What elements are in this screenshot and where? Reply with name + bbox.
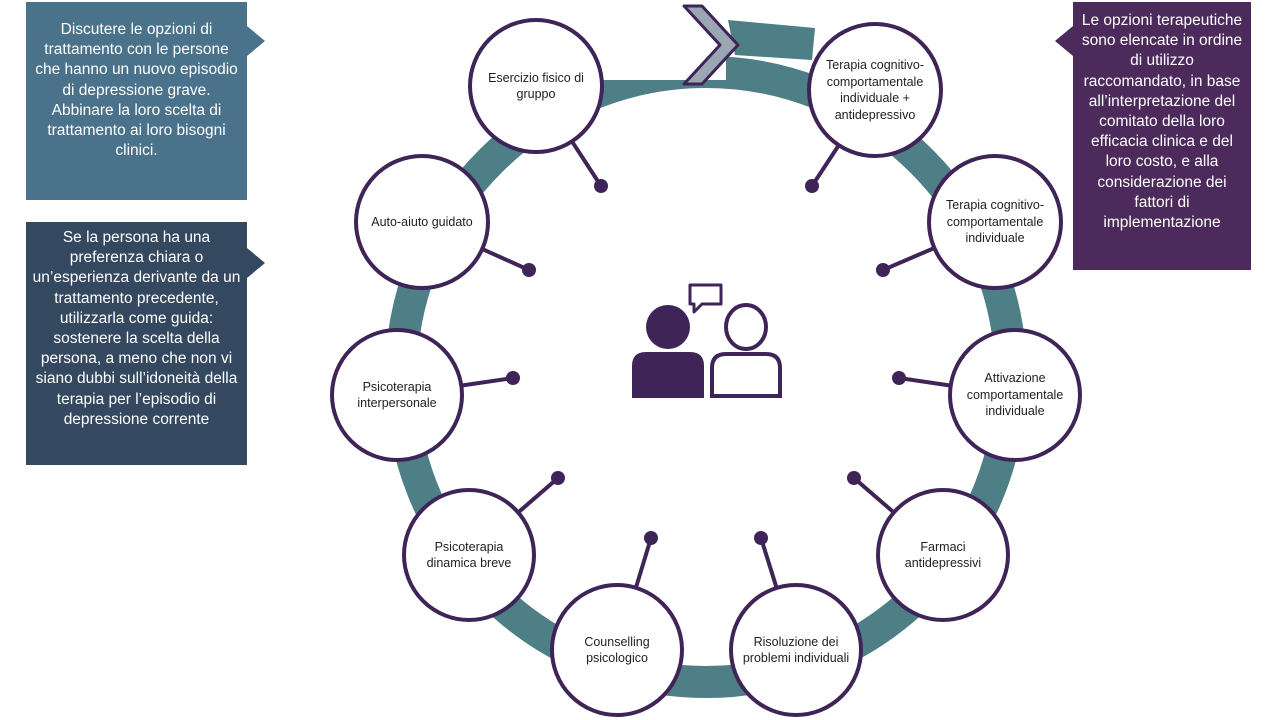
callout-order-of-options: Le opzioni terapeutiche sono elencate in… bbox=[1073, 2, 1251, 270]
connector-dot bbox=[847, 471, 861, 485]
treatment-node bbox=[402, 488, 536, 622]
callout-person-preference: Se la persona ha una preferenza chiara o… bbox=[26, 222, 247, 465]
node-connector bbox=[759, 537, 780, 591]
treatment-node bbox=[550, 583, 684, 717]
treatment-node bbox=[948, 328, 1082, 462]
node-connector bbox=[459, 376, 514, 388]
treatment-node bbox=[927, 154, 1063, 290]
people-conversation-icon bbox=[632, 283, 782, 398]
node-connector bbox=[633, 537, 653, 591]
treatment-label: Attivazione comportamentale individuale bbox=[966, 371, 1064, 419]
connector-dot bbox=[522, 263, 536, 277]
connector-dot bbox=[594, 179, 608, 193]
callout-pointer bbox=[247, 26, 265, 56]
node-connector bbox=[898, 376, 953, 388]
connector-dot bbox=[551, 471, 565, 485]
connector-dot bbox=[754, 531, 768, 545]
connector-dot bbox=[892, 371, 906, 385]
treatment-node bbox=[729, 583, 863, 717]
treatment-label: Terapia cognitivo-comportamentale indivi… bbox=[946, 198, 1044, 246]
treatment-label: Auto-aiuto guidato bbox=[371, 214, 473, 229]
treatment-node bbox=[468, 18, 604, 154]
treatment-node bbox=[330, 328, 464, 462]
node-connector bbox=[852, 476, 897, 516]
ring-arrow-head bbox=[728, 20, 815, 60]
node-connector bbox=[810, 142, 842, 188]
treatment-node bbox=[807, 22, 943, 158]
treatment-label: Counselling psicologico bbox=[584, 634, 650, 666]
node-connector bbox=[569, 138, 603, 188]
treatment-label: Psicoterapia interpersonale bbox=[357, 379, 437, 411]
connector-dot bbox=[506, 371, 520, 385]
node-connector bbox=[479, 246, 530, 272]
node-connector bbox=[515, 476, 560, 516]
callout-pointer bbox=[247, 248, 265, 278]
node-connector bbox=[882, 245, 937, 272]
treatment-label: Risoluzione dei problemi individuali bbox=[742, 634, 850, 666]
treatment-node bbox=[354, 154, 490, 290]
connector-dot bbox=[876, 263, 890, 277]
chevron-right-icon bbox=[682, 4, 740, 86]
connector-dot bbox=[644, 531, 658, 545]
treatment-label: Esercizio fisico di gruppo bbox=[488, 70, 584, 102]
treatment-label: Terapia cognitivo-comportamentale indivi… bbox=[826, 58, 924, 122]
treatment-node bbox=[876, 488, 1010, 622]
connector-dot bbox=[805, 179, 819, 193]
callout-pointer bbox=[1055, 26, 1073, 56]
callout-discuss-options: Discutere le opzioni di trattamento con … bbox=[26, 2, 247, 200]
treatment-label: Psicoterapia dinamica breve bbox=[426, 539, 512, 571]
treatment-label: Farmaci antidepressivi bbox=[904, 539, 982, 571]
